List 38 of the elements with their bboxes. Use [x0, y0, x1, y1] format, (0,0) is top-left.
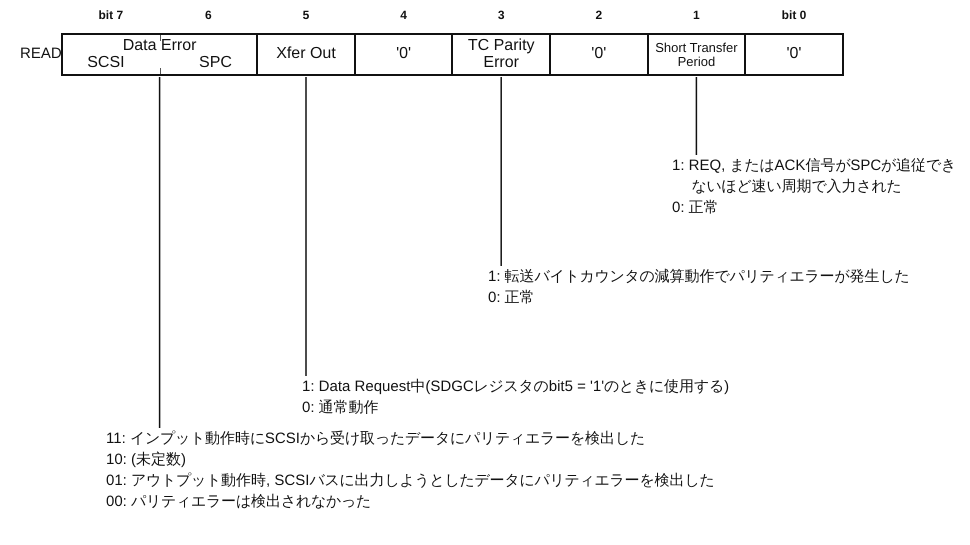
value-description: 10: (未定数) [106, 450, 188, 470]
leader-line [305, 77, 307, 376]
value-description: 0: 通常動作 [302, 398, 380, 418]
value-description: 00: パリティエラーは検出されなかった [106, 492, 372, 512]
register-field [354, 33, 454, 76]
field-name: '0' [591, 46, 606, 63]
field-name: Short Transfer Period [654, 40, 739, 68]
leader-line [500, 77, 502, 266]
bit-number: bit 7 [97, 8, 124, 22]
register-field [549, 33, 649, 76]
bit-number: 3 [496, 8, 506, 22]
bit-number: 4 [399, 8, 408, 22]
register-field [256, 33, 356, 76]
register-label: READ [20, 45, 62, 62]
bit-number: 1 [692, 8, 701, 22]
field-name: '0' [396, 46, 412, 63]
bit-number: 2 [594, 8, 604, 22]
field-name: '0' [786, 46, 802, 63]
value-description: 1: Data Request中(SDGCレジスタのbit5 = '1'のときに使用する) [302, 377, 730, 397]
bit-number: bit 0 [780, 8, 808, 22]
field-name: TC Parity Error [466, 38, 536, 72]
register-field [744, 33, 844, 76]
value-description: 11: インプット動作時にSCSIから受け取ったデータにパリティエラーを検出した [106, 429, 646, 449]
value-description: 0: 正常 [488, 288, 536, 308]
field-name: SCSI SPC [87, 54, 232, 72]
field-name: Data Error [122, 38, 196, 54]
register-field [646, 33, 746, 76]
value-description: 1: REQ, またはACK信号がSPCが追従できないほど速い周期で入力された [672, 156, 958, 197]
value-description: 01: アウトプット動作時, SCSIバスに出力しようとしたデータにパリティエラーを検出した [106, 471, 716, 491]
value-description: 1: 転送バイトカウンタの減算動作でパリティエラーが発生した [488, 267, 911, 287]
register-field [61, 33, 258, 76]
register-field [451, 33, 551, 76]
field-name: Xfer Out [276, 46, 336, 63]
leader-line [696, 77, 698, 155]
value-description: 0: 正常 [672, 198, 720, 218]
bit-number: 6 [204, 8, 213, 22]
bit-number: 5 [302, 8, 310, 22]
leader-line [158, 77, 160, 428]
